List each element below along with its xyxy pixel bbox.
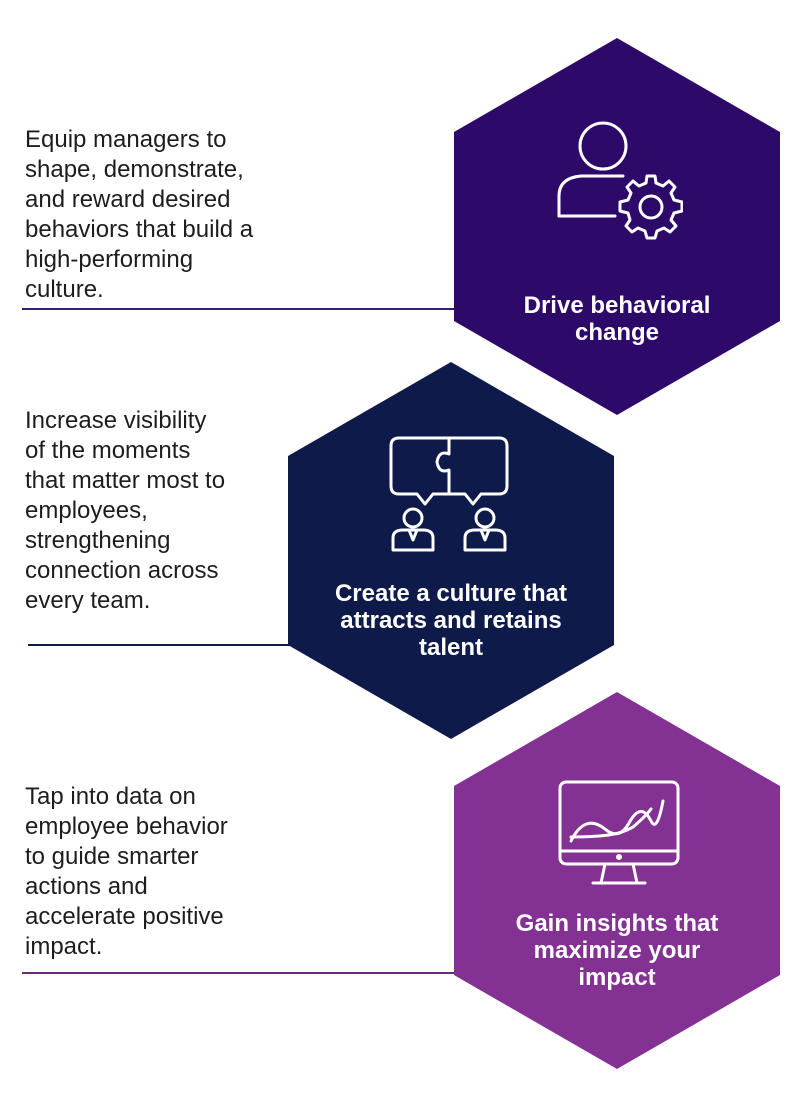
person-gear-icon	[557, 121, 683, 240]
hexagon-shape	[288, 362, 614, 739]
description-gain-insights: Tap into data on employee behavior to gu…	[25, 783, 228, 960]
hexagon-drive-behavioral-change: Drive behavioral change	[454, 38, 780, 415]
hexagon-shape	[454, 38, 780, 415]
hexagon-create-culture: Create a culture that attracts and retai…	[288, 362, 614, 739]
monitor-chart-icon	[558, 780, 680, 885]
title-gain-insights: Gain insights that maximize your impact	[515, 910, 719, 991]
title-create-culture: Create a culture that attracts and retai…	[334, 580, 568, 661]
connector-line	[22, 308, 462, 310]
description-drive-behavioral-change: Equip managers to shape, demonstrate, an…	[25, 126, 254, 303]
hexagon-shape	[454, 692, 780, 1069]
connector-line	[28, 644, 298, 646]
puzzle-conversation-icon	[389, 436, 509, 552]
hexagon-gain-insights: Gain insights that maximize your impact	[454, 692, 780, 1069]
title-drive-behavioral-change: Drive behavioral change	[523, 292, 711, 346]
description-create-culture: Increase visibility of the moments that …	[25, 407, 226, 614]
connector-line	[22, 972, 462, 974]
